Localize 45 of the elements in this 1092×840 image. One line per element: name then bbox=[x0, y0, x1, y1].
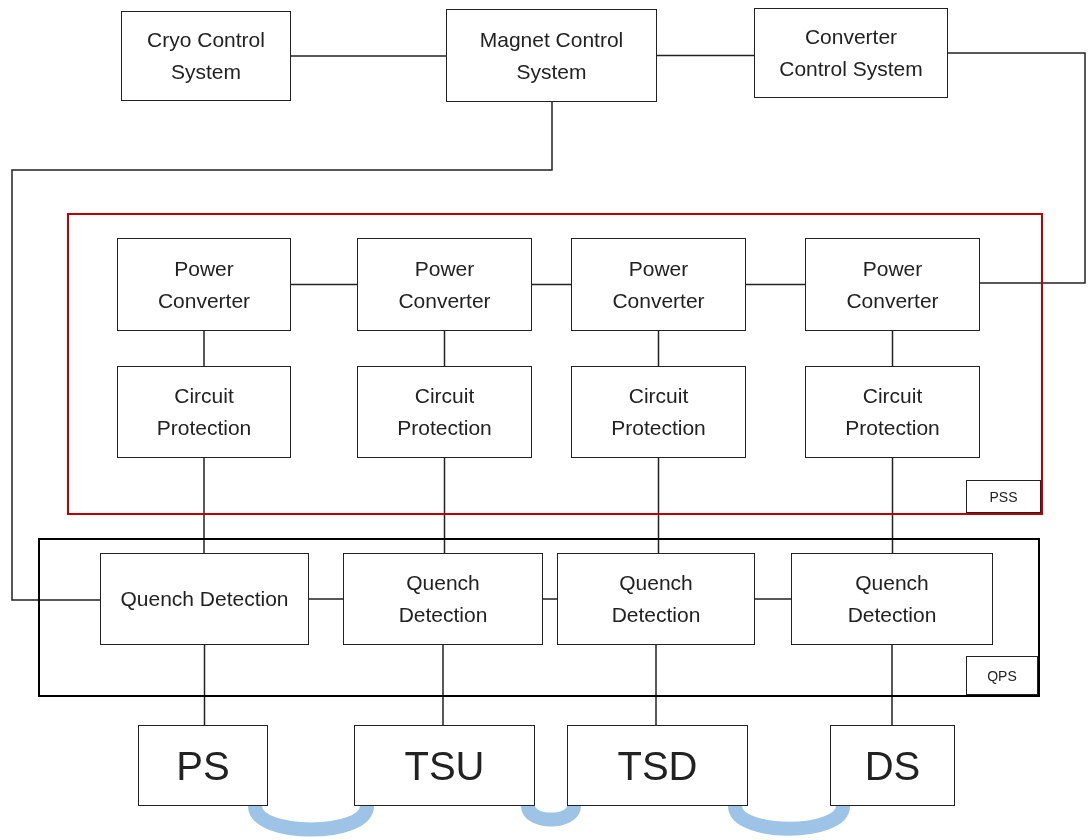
connector-line bbox=[656, 54, 755, 57]
connector-line bbox=[542, 598, 558, 600]
connector-line bbox=[443, 457, 446, 554]
process-box: Circuit Protection bbox=[571, 366, 746, 458]
connector-line bbox=[891, 330, 894, 367]
process-box: Power Converter bbox=[805, 238, 980, 331]
connector-line bbox=[290, 283, 358, 286]
process-box: Quench Detection bbox=[343, 553, 543, 645]
process-box: Circuit Protection bbox=[357, 366, 532, 458]
connector-line bbox=[891, 457, 894, 554]
group-frame bbox=[38, 538, 1040, 697]
connector-line bbox=[11, 101, 553, 601]
process-box: Quench Detection bbox=[557, 553, 755, 645]
connector-line bbox=[203, 644, 206, 726]
connector-line bbox=[655, 644, 657, 726]
process-box: Power Converter bbox=[357, 238, 532, 331]
connector-line bbox=[308, 598, 344, 600]
process-box: Circuit Protection bbox=[117, 366, 291, 458]
group-label: PSS bbox=[966, 480, 1041, 513]
connector-line bbox=[891, 644, 893, 726]
connector-line bbox=[203, 330, 205, 367]
connector-line bbox=[290, 55, 447, 57]
process-box: Quench Detection bbox=[791, 553, 993, 645]
process-box: PS bbox=[138, 725, 268, 806]
process-box: Cryo Control System bbox=[121, 11, 291, 101]
process-box: TSU bbox=[354, 725, 535, 806]
process-box: Magnet Control System bbox=[446, 9, 657, 102]
connector-line bbox=[442, 644, 444, 726]
connector-line bbox=[754, 598, 792, 600]
group-label: QPS bbox=[966, 656, 1038, 695]
connector-line bbox=[657, 330, 660, 367]
connector-line bbox=[531, 283, 572, 286]
connector-line bbox=[745, 283, 806, 286]
group-frame bbox=[67, 213, 1043, 515]
process-box: TSD bbox=[567, 725, 748, 806]
process-box: Quench Detection bbox=[100, 553, 309, 645]
process-box: Power Converter bbox=[571, 238, 746, 331]
connector-line bbox=[657, 457, 660, 554]
connector-line bbox=[443, 330, 446, 367]
connector-line bbox=[947, 52, 1086, 284]
process-box: Power Converter bbox=[117, 238, 291, 331]
process-box: DS bbox=[830, 725, 955, 806]
process-box: Circuit Protection bbox=[805, 366, 980, 458]
process-box: Converter Control System bbox=[754, 8, 948, 98]
connector-line bbox=[203, 457, 205, 554]
